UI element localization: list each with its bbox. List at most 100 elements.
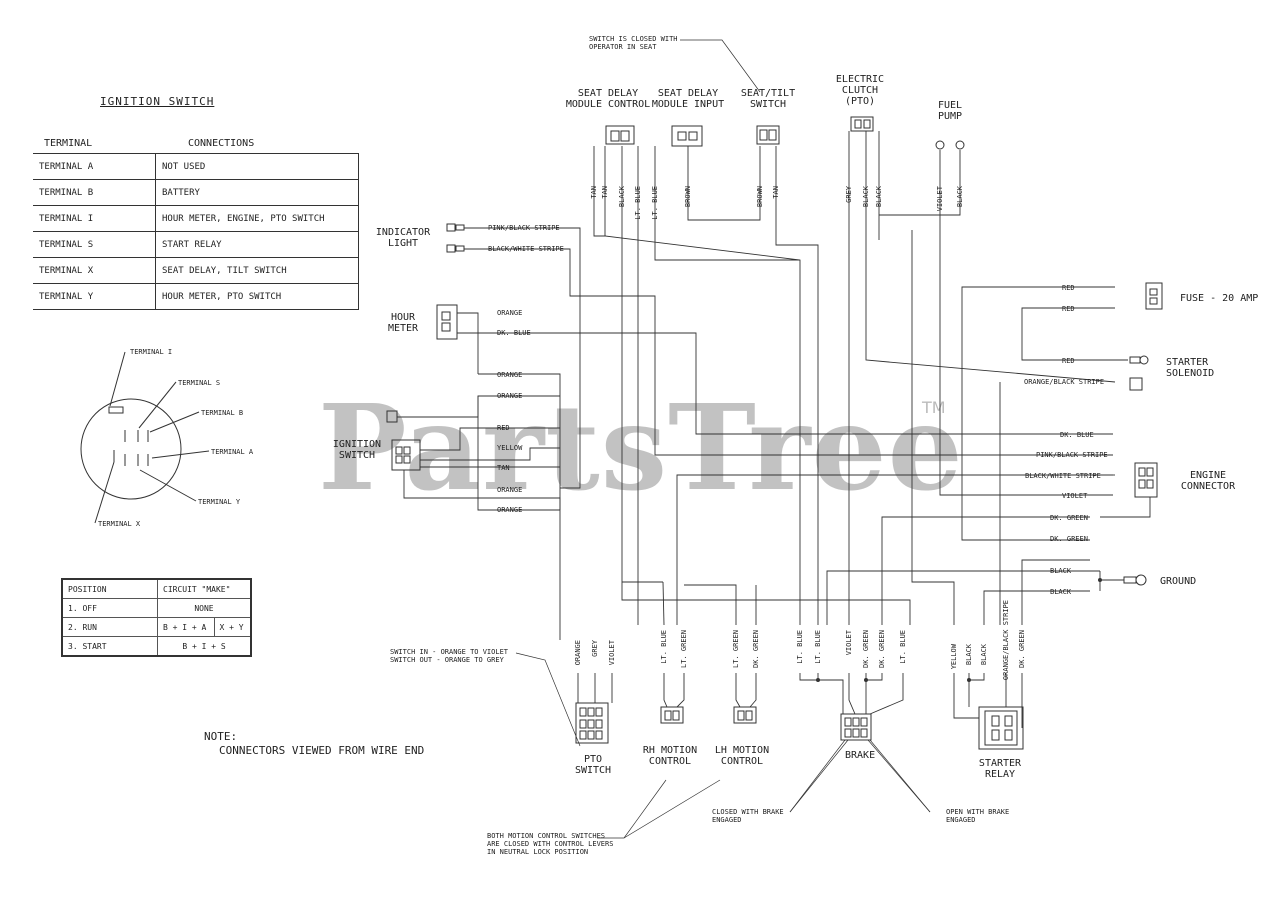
circuit-cell: X + Y [213,617,252,637]
circuit-cell: B + I + A [157,617,215,637]
watermark-brand: PartsTree [318,378,964,517]
wire-label-pink-black: PINK/BLACK STRIPE [1036,451,1108,459]
wire-label-black: BLACK [980,644,988,666]
wire-label-red: RED [1062,284,1075,292]
ignition-switch-face [80,351,210,524]
wire-label-violet: VIOLET [608,640,616,666]
wire-label-dk-blue: DK. BLUE [1060,431,1094,439]
circuit-cell: NONE [157,598,252,618]
wire-label-tan: TAN [590,186,598,199]
label-indicator-light: INDICATOR LIGHT [375,227,431,249]
wire-label-tan: TAN [772,186,780,199]
wire-label-lt-green: LT. GREEN [680,630,688,668]
wire-label-tan: TAN [497,464,510,472]
wire-label-orange: ORANGE [497,371,523,379]
note-title: NOTE: [204,730,238,743]
position-cell: 2. RUN [61,617,158,637]
wire-label-black: BLACK [875,186,883,208]
wire-label-orange: ORANGE [574,640,582,666]
wire-label-lt-blue: LT. BLUE [796,630,804,664]
label-brake: BRAKE [845,750,876,761]
wire-label-yellow: YELLOW [950,644,958,670]
wire-label-orange: ORANGE [497,506,523,514]
label-terminal-a: TERMINAL A [211,448,254,456]
wire-label-violet: VIOLET [936,186,944,212]
wire-label-red: RED [497,424,510,432]
annotation-motion-note: BOTH MOTION CONTROL SWITCHES ARE CLOSED … [487,832,614,856]
annotation-seat-closed: SWITCH IS CLOSED WITH OPERATOR IN SEAT [589,35,678,51]
connection-cell: NOT USED [155,153,359,180]
circuit-head: CIRCUIT "MAKE" [157,578,252,599]
wire-label-brown: BROWN [756,186,764,208]
label-terminal-i: TERMINAL I [130,348,173,356]
wire-label-dk-blue: DK. BLUE [497,329,531,337]
position-cell: 3. START [61,636,158,657]
wire-label-lt-blue: LT. BLUE [634,186,642,220]
terminal-cell: TERMINAL Y [33,283,156,310]
wire-label-black: BLACK [965,644,973,666]
label-starter-relay: STARTER RELAY [978,758,1022,780]
wire-label-black: BLACK [1050,567,1072,575]
wire-label-black: BLACK [618,186,626,208]
annotation-brake-open: OPEN WITH BRAKE ENGAGED [946,808,1010,824]
terminal-cell: TERMINAL A [33,153,156,180]
label-ignition-switch: IGNITION SWITCH [332,439,382,461]
label-pto-switch: PTO SWITCH [574,754,612,776]
label-fuse: FUSE - 20 AMP [1180,293,1259,304]
label-fuel-pump: FUEL PUMP [937,100,963,122]
wire-label-lt-blue: LT. BLUE [651,186,659,220]
wire-label-grey: GREY [845,186,853,203]
wire-label-red: RED [1062,357,1075,365]
wire-label-yellow: YELLOW [497,444,523,452]
wire-label-black-white: BLACK/WHITE STRIPE [488,245,564,253]
wire-label-black: BLACK [1050,588,1072,596]
terminal-cell: TERMINAL B [33,179,156,206]
connection-cell: HOUR METER, PTO SWITCH [155,283,359,310]
label-ground: GROUND [1160,576,1197,587]
wire-label-dk-green: DK. GREEN [752,630,760,668]
ignition-table-title: IGNITION SWITCH [100,95,215,108]
label-lh-motion-control: LH MOTION CONTROL [714,745,770,767]
wire-label-black: BLACK [956,186,964,208]
wire-label-pink-black: PINK/BLACK STRIPE [488,224,560,232]
wire-label-lt-green: LT. GREEN [732,630,740,668]
wire-label-orange: ORANGE [497,392,523,400]
wire-label-lt-blue: LT. BLUE [660,630,668,664]
connection-cell: HOUR METER, ENGINE, PTO SWITCH [155,205,359,232]
wire-label-orange: ORANGE [497,309,523,317]
circuit-cell: B + I + S [157,636,252,657]
label-hour-meter: HOUR METER [387,312,419,334]
wire-label-black-white: BLACK/WHITE STRIPE [1025,472,1101,480]
ignition-head-connections: CONNECTIONS [188,138,255,149]
terminal-cell: TERMINAL X [33,257,156,284]
wire-label-dk-green: DK. GREEN [1018,630,1026,668]
annotation-brake-closed: CLOSED WITH BRAKE ENGAGED [712,808,784,824]
connection-cell: SEAT DELAY, TILT SWITCH [155,257,359,284]
connection-cell: BATTERY [155,179,359,206]
wire-label-violet: VIOLET [1062,492,1088,500]
wire-label-dk-green: DK. GREEN [1050,514,1088,522]
wire-label-orange-black: ORANGE/BLACK STRIPE [1002,600,1010,681]
label-seat-delay-control: SEAT DELAY MODULE CONTROL [565,88,651,110]
wire-label-grey: GREY [591,640,599,657]
annotation-pto-note: SWITCH IN - ORANGE TO VIOLET SWITCH OUT … [390,648,509,664]
wire-label-dk-green: DK. GREEN [862,630,870,668]
wire-label-violet: VIOLET [845,630,853,656]
position-cell: 1. OFF [61,598,158,618]
terminal-cell: TERMINAL S [33,231,156,258]
wire-label-black: BLACK [862,186,870,208]
label-electric-clutch: ELECTRIC CLUTCH (PTO) [835,74,885,107]
wire-label-dk-green: DK. GREEN [878,630,886,668]
